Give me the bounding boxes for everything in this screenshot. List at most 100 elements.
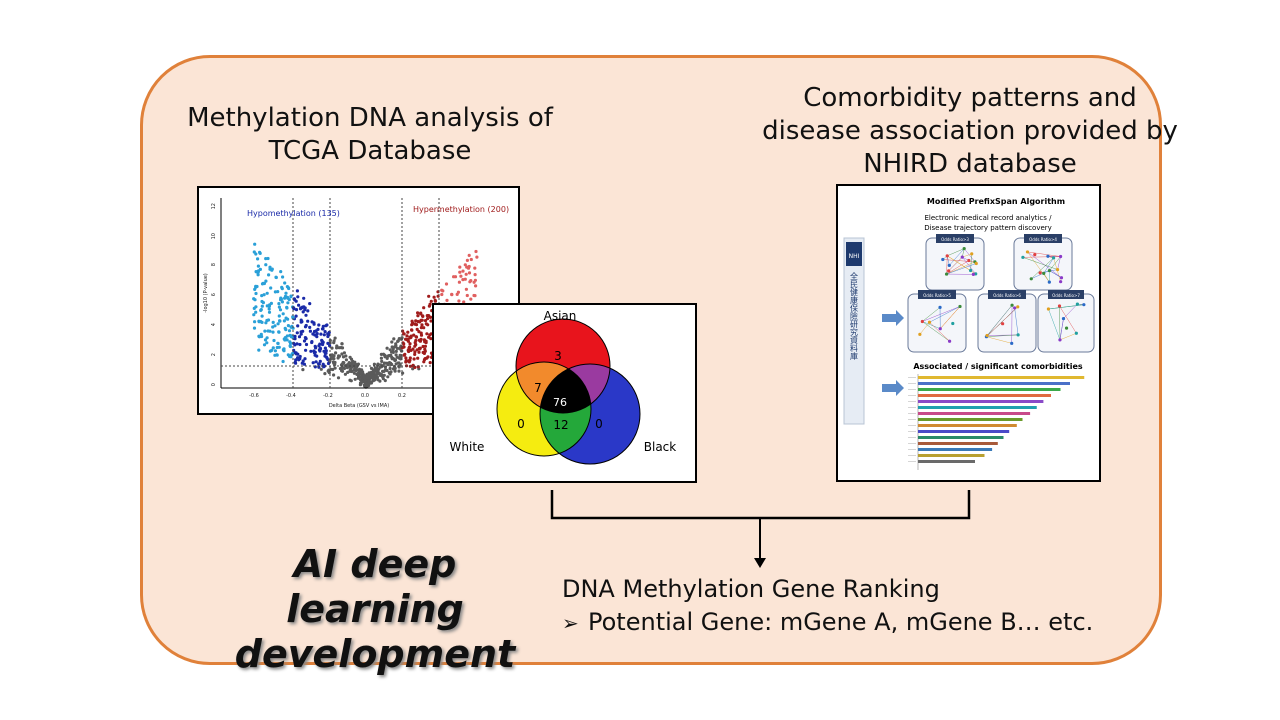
volcano-point <box>330 353 334 357</box>
network-edge <box>922 306 961 322</box>
volcano-point <box>387 354 391 358</box>
network-node <box>927 320 932 324</box>
network-panel-tag <box>936 234 974 243</box>
network-node <box>1064 326 1069 330</box>
volcano-point <box>464 287 468 291</box>
volcano-point <box>311 332 315 336</box>
network-edge <box>922 321 941 329</box>
volcano-point <box>340 342 344 346</box>
network-edge <box>1043 257 1054 274</box>
volcano-point <box>298 342 302 347</box>
volcano-point <box>419 312 423 316</box>
volcano-point <box>410 323 414 327</box>
network-node <box>944 272 949 276</box>
volcano-point <box>259 308 263 312</box>
comorbidity-bar <box>918 394 1051 397</box>
network-node <box>1046 254 1050 258</box>
volcano-point <box>344 358 348 362</box>
white-label: White <box>450 440 485 454</box>
volcano-point <box>253 320 257 324</box>
volcano-point <box>286 301 290 305</box>
comorbidity-bar <box>918 430 1010 433</box>
network-node <box>1075 302 1080 306</box>
volcano-point <box>333 336 337 340</box>
volcano-point <box>343 372 347 376</box>
volcano-point <box>316 327 320 331</box>
volcano-point <box>348 355 352 359</box>
volcano-point <box>409 348 413 352</box>
network-edge <box>1031 257 1054 279</box>
volcano-point <box>323 372 327 376</box>
volcano-point <box>317 362 321 366</box>
all-count: 76 <box>553 396 567 409</box>
volcano-point <box>310 320 314 324</box>
network-edge <box>946 255 950 266</box>
volcano-point <box>285 334 289 338</box>
volcano-point <box>391 347 395 351</box>
volcano-point <box>419 338 423 342</box>
volcano-point <box>369 374 373 378</box>
volcano-point <box>359 371 363 375</box>
volcano-point <box>461 269 465 273</box>
volcano-point <box>340 366 344 370</box>
volcano-point <box>333 366 337 370</box>
volcano-point <box>399 357 403 361</box>
volcano-point <box>383 361 387 365</box>
network-node <box>1021 255 1025 259</box>
volcano-point <box>474 249 478 254</box>
volcano-point <box>283 281 287 285</box>
volcano-point <box>309 349 313 353</box>
volcano-point <box>302 339 307 343</box>
volcano-point <box>329 356 334 361</box>
network-node <box>962 247 966 251</box>
volcano-point <box>276 322 280 326</box>
volcano-point <box>467 253 471 257</box>
volcano-point <box>401 371 405 375</box>
volcano-point <box>450 293 454 297</box>
volcano-point <box>429 319 433 323</box>
volcano-point <box>425 356 429 360</box>
volcano-point <box>433 298 437 302</box>
network-edge <box>1027 251 1061 257</box>
volcano-point <box>288 344 292 349</box>
network-edge <box>1049 256 1061 271</box>
volcano-point <box>306 319 310 323</box>
volcano-point <box>465 293 469 298</box>
volcano-point <box>279 297 283 301</box>
volcano-ytick: 10 <box>211 233 217 239</box>
volcano-point <box>256 264 260 268</box>
volcano-point <box>457 280 461 284</box>
volcano-point <box>284 316 288 320</box>
volcano-point <box>324 324 328 328</box>
volcano-point <box>408 342 412 346</box>
volcano-point <box>405 334 409 338</box>
volcano-point <box>407 346 411 350</box>
volcano-point <box>413 350 417 354</box>
ranking-bullet: ➢Potential Gene: mGene A, mGene B… etc. <box>562 608 1093 636</box>
volcano-point <box>291 316 295 320</box>
network-edge <box>986 336 1012 344</box>
network-node <box>969 268 973 273</box>
volcano-point <box>386 363 390 367</box>
volcano-point <box>380 359 384 363</box>
volcano-point <box>277 314 281 318</box>
volcano-point <box>346 370 350 374</box>
volcano-point <box>371 369 376 373</box>
volcano-point <box>266 256 270 261</box>
volcano-point <box>302 362 306 366</box>
all-region <box>540 364 591 413</box>
hypo-label: Hypomethylation (135) <box>247 209 340 218</box>
volcano-point <box>304 348 308 352</box>
volcano-point <box>299 332 303 336</box>
volcano-point <box>393 358 397 363</box>
volcano-point <box>416 314 420 318</box>
volcano-point <box>253 298 257 302</box>
venn-diagram: Asian White Black 3 7 1 76 0 12 0 <box>432 303 697 483</box>
volcano-point <box>429 337 433 341</box>
network-node <box>1061 316 1066 321</box>
volcano-xtick: -0.4 <box>286 393 296 399</box>
volcano-point <box>301 368 305 372</box>
network-edge <box>947 248 965 257</box>
volcano-point <box>274 275 278 280</box>
